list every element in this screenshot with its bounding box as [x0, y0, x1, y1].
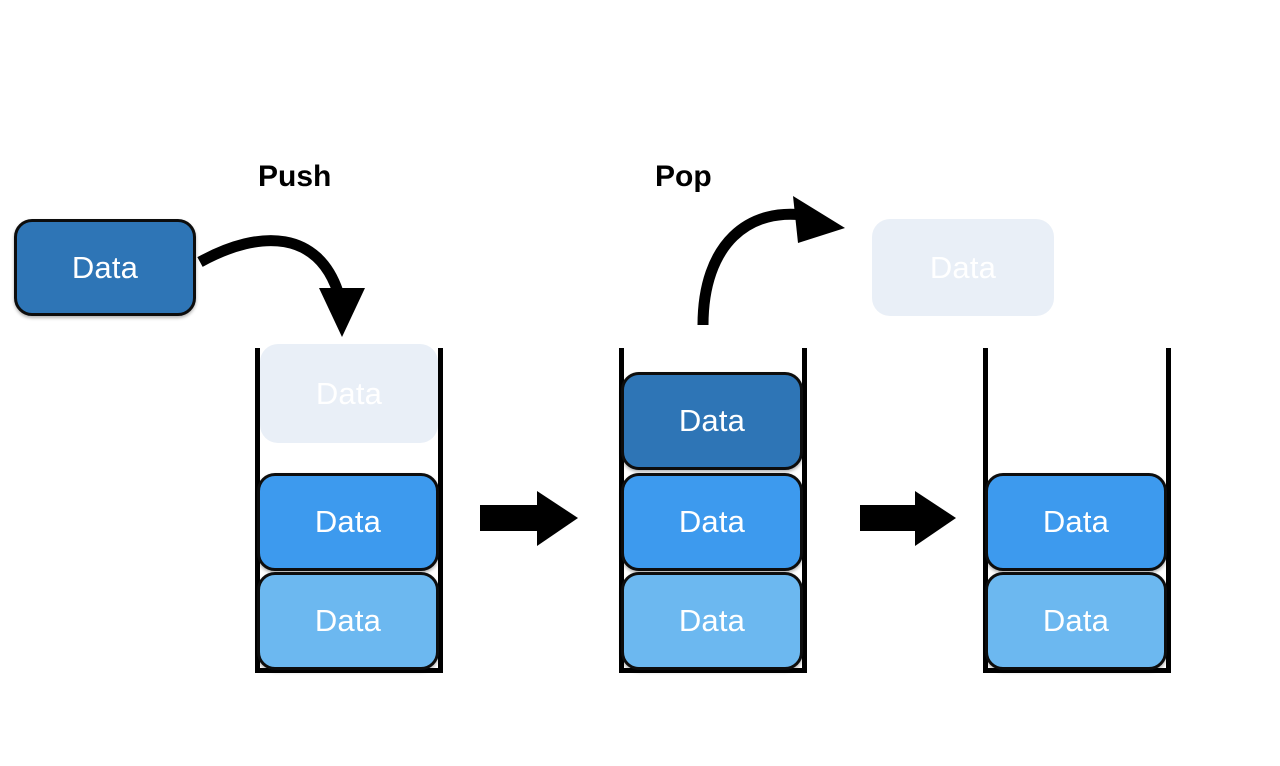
stack-floor	[255, 668, 443, 673]
slot-label: Data	[314, 603, 382, 638]
popped-data-box-label: Data	[929, 249, 997, 285]
transition-arrow-2	[860, 491, 956, 546]
push-curved-arrow	[197, 235, 365, 337]
pop-curved-arrow	[697, 196, 845, 326]
stack-after-push-slot-middle[interactable]: Data	[621, 473, 803, 571]
push-label: Push	[258, 160, 332, 193]
stack-right-wall	[802, 348, 807, 673]
stack-after-pop-slot-middle[interactable]: Data	[985, 473, 1167, 571]
slot-label: Data	[314, 504, 382, 539]
slot-label: Data	[1042, 603, 1110, 638]
slot-label: Data	[315, 375, 383, 411]
stack-before-push-slot-middle[interactable]: Data	[257, 473, 439, 571]
stack-after-pop-slot-bottom[interactable]: Data	[985, 572, 1167, 670]
stack-after-push-slot-bottom[interactable]: Data	[621, 572, 803, 670]
source-data-box[interactable]: Data	[14, 219, 196, 316]
pop-label: Pop	[655, 160, 712, 193]
stack-right-wall	[1166, 348, 1171, 673]
transition-arrow-1	[480, 491, 578, 546]
stack-after-push-slot-top[interactable]: Data	[621, 372, 803, 470]
slot-label: Data	[678, 504, 746, 539]
slot-label: Data	[1042, 504, 1110, 539]
stack-before-push-slot-top: Data	[260, 344, 438, 443]
stack-right-wall	[438, 348, 443, 673]
popped-data-box: Data	[872, 219, 1054, 316]
slot-label: Data	[678, 403, 746, 438]
source-data-box-label: Data	[71, 249, 139, 285]
stack-floor	[983, 668, 1171, 673]
stack-before-push-slot-bottom[interactable]: Data	[257, 572, 439, 670]
slot-label: Data	[678, 603, 746, 638]
stack-floor	[619, 668, 807, 673]
